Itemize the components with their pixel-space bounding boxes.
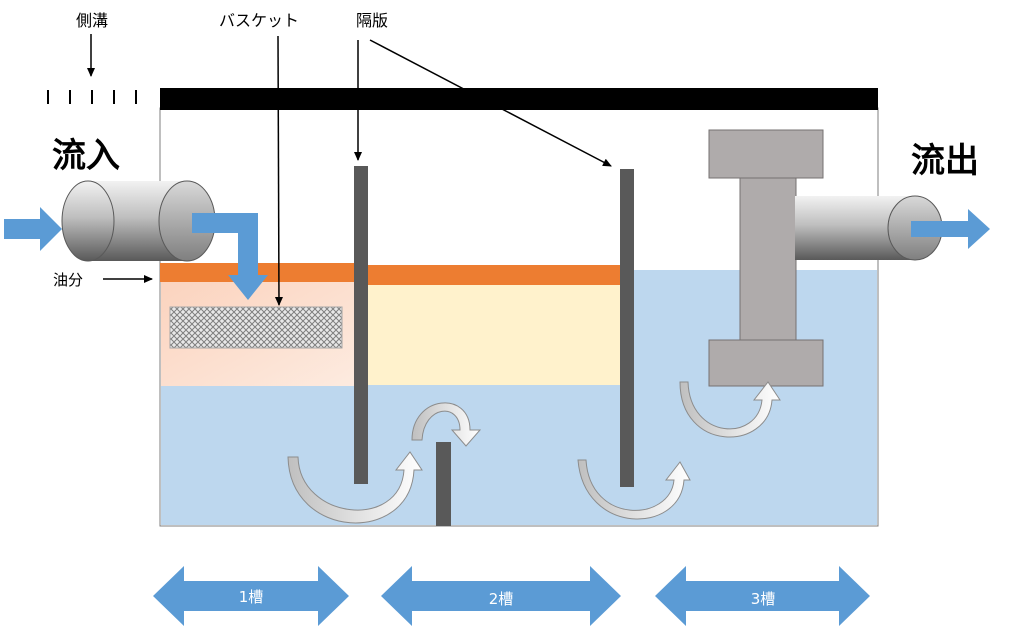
side-ditch-label: 側溝 — [76, 11, 108, 30]
partition-2 — [620, 169, 634, 487]
outlet-trap — [708, 129, 824, 387]
chamber-1-label: 1槽 — [239, 588, 264, 606]
chamber-2-arrow — [381, 566, 621, 626]
inflow-down-arrow-icon — [192, 213, 268, 300]
water-lower — [161, 385, 877, 525]
flow-arrow-icon — [287, 381, 781, 524]
side-ditch-grate — [47, 90, 137, 104]
outflow-label: 流出 — [911, 141, 979, 181]
basket-label: バスケット — [219, 11, 299, 30]
tank-lid — [160, 88, 878, 110]
partition-leader-2 — [369, 39, 612, 167]
inflow-pipe — [61, 180, 216, 262]
basket-mesh-icon — [169, 306, 343, 349]
chamber-arrows: 1槽 2槽 3槽 — [153, 566, 870, 626]
oil-layer-1 — [160, 263, 357, 282]
inflow-label: 流入 — [52, 136, 120, 176]
chamber-3-label: 3槽 — [751, 590, 776, 608]
outflow-arrow-icon — [911, 209, 990, 249]
partition-1 — [354, 166, 368, 484]
chamber2-oil-zone — [367, 285, 621, 385]
chamber-2-label: 2槽 — [489, 590, 514, 608]
chamber-1-arrow — [153, 566, 349, 626]
oil-layer-2 — [367, 265, 622, 285]
outflow-pipe — [795, 195, 943, 261]
inflow-arrow-icon — [4, 207, 62, 251]
partition-label: 隔版 — [356, 11, 388, 30]
chamber-3-arrow — [655, 566, 870, 626]
leader-lines — [87, 34, 612, 306]
basket-leader — [274, 35, 283, 306]
oil-label: 油分 — [53, 271, 83, 289]
partition-low — [436, 442, 451, 526]
